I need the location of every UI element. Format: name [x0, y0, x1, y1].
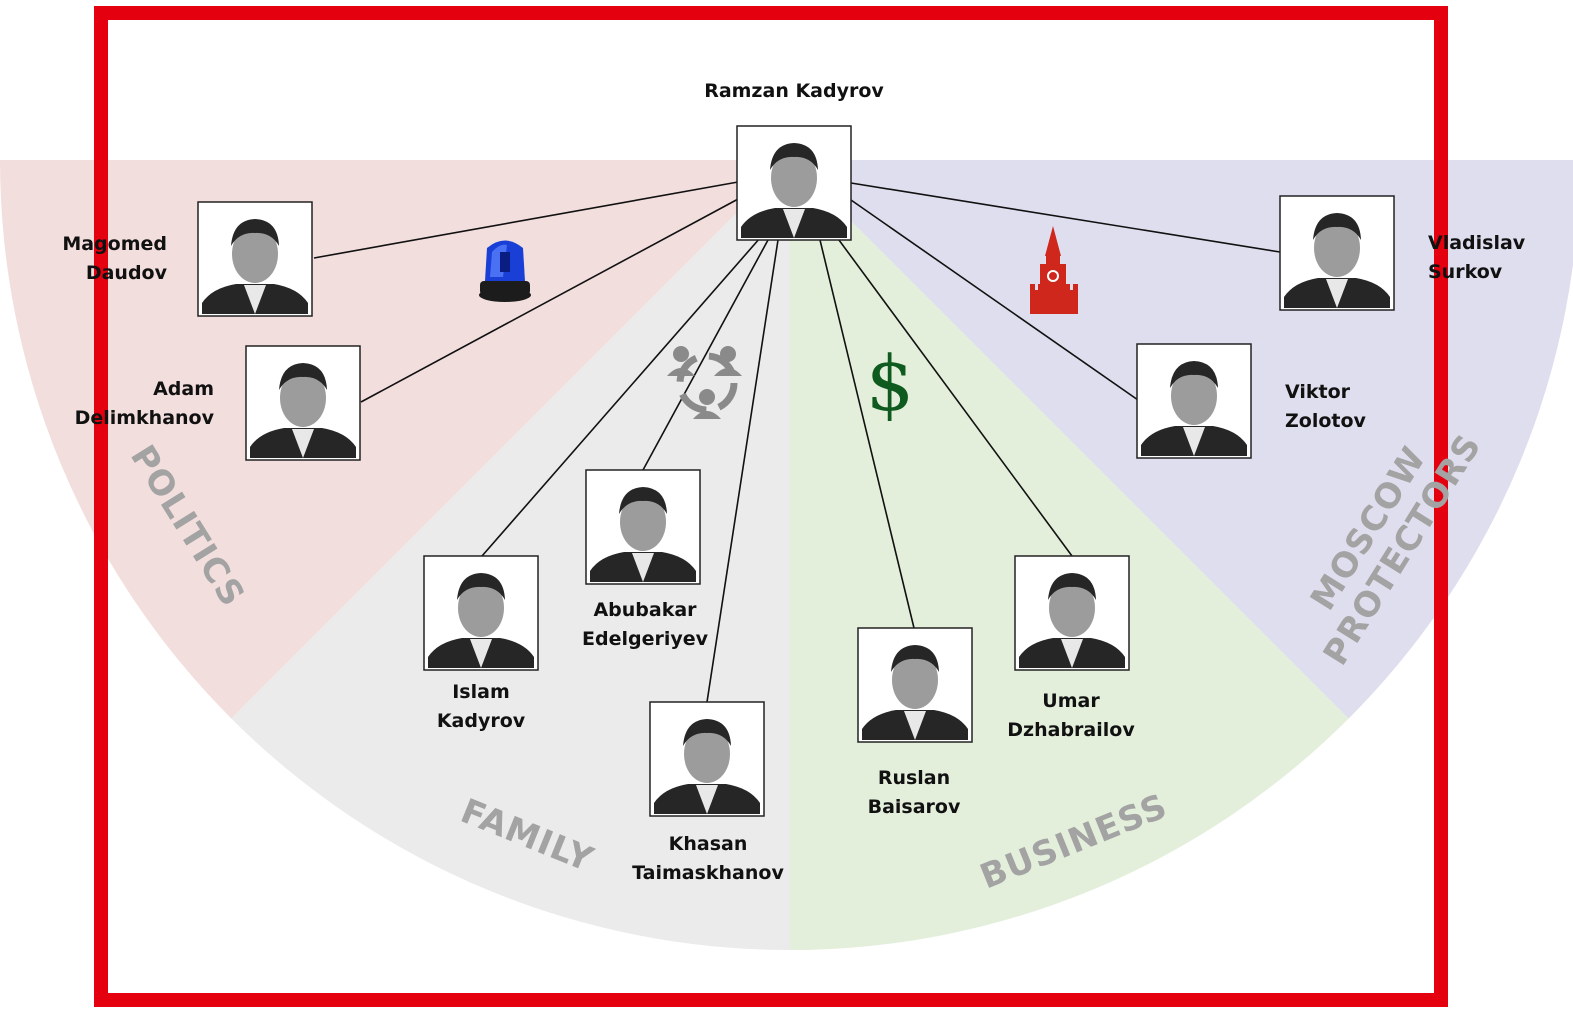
portrait-photo: [1136, 343, 1252, 459]
portrait-photo: [245, 345, 361, 461]
person-abubakar-edelgeriyev: Abubakar Edelgeriyev: [582, 469, 709, 650]
person-name: Ramzan Kadyrov: [704, 80, 884, 102]
portrait-photo: [585, 469, 701, 585]
kremlin-tower-icon: [1030, 226, 1078, 314]
person-last-name: Kadyrov: [437, 710, 526, 732]
person-umar-dzhabrailov: Umar Dzhabrailov: [1007, 555, 1135, 741]
link-edelgeriyev: [642, 239, 769, 471]
person-first-name: Ruslan: [878, 767, 950, 789]
police-siren-icon: [479, 240, 531, 302]
person-first-name: Islam: [452, 681, 510, 703]
person-first-name: Khasan: [669, 833, 748, 855]
person-first-name: Abubakar: [593, 599, 697, 621]
connection-lines: [313, 181, 1281, 703]
link-baisarov: [819, 239, 915, 629]
person-first-name: Umar: [1042, 690, 1100, 712]
link-taimaskhanov: [706, 239, 779, 703]
person-last-name: Taimaskhanov: [632, 862, 784, 884]
person-last-name: Baisarov: [868, 796, 961, 818]
person-khasan-taimaskhanov: Khasan Taimaskhanov: [632, 701, 784, 884]
people-network-icon: [667, 346, 742, 419]
portrait-photo: [1014, 555, 1130, 671]
link-islam-kadyrov: [481, 237, 761, 557]
portrait-photo: [197, 201, 313, 317]
link-delimkhanov: [360, 197, 741, 403]
person-magomed-daudov: Magomed Daudov: [62, 201, 313, 317]
person-last-name: Delimkhanov: [75, 407, 215, 429]
person-last-name: Daudov: [86, 262, 168, 284]
link-surkov: [850, 182, 1281, 253]
portrait-photo: [649, 701, 765, 817]
person-ruslan-baisarov: Ruslan Baisarov: [857, 627, 973, 818]
dollar-sign-icon: $: [866, 339, 914, 428]
link-daudov: [313, 181, 739, 259]
person-first-name: Magomed: [62, 233, 167, 255]
person-first-name: Adam: [153, 378, 214, 400]
person-ramzan-kadyrov: Ramzan Kadyrov: [704, 80, 884, 241]
portrait-photo: [857, 627, 973, 743]
red-border-frame: [94, 6, 1448, 1007]
person-islam-kadyrov: Islam Kadyrov: [423, 555, 539, 732]
person-last-name: Zolotov: [1285, 410, 1367, 432]
portrait-photo: [423, 555, 539, 671]
link-dzhabrailov: [835, 235, 1073, 557]
person-last-name: Dzhabrailov: [1007, 719, 1135, 741]
person-first-name: Viktor: [1285, 381, 1351, 403]
person-vladislav-surkov: Vladislav Surkov: [1279, 195, 1526, 311]
portrait-photo: [736, 125, 852, 241]
person-adam-delimkhanov: Adam Delimkhanov: [75, 345, 361, 461]
link-zolotov: [850, 199, 1139, 401]
person-last-name: Edelgeriyev: [582, 628, 709, 650]
portrait-photo: [1279, 195, 1395, 311]
person-viktor-zolotov: Viktor Zolotov: [1136, 343, 1367, 459]
business-sector: [790, 160, 1349, 950]
person-first-name: Vladislav: [1428, 232, 1526, 254]
person-last-name: Surkov: [1428, 261, 1503, 283]
